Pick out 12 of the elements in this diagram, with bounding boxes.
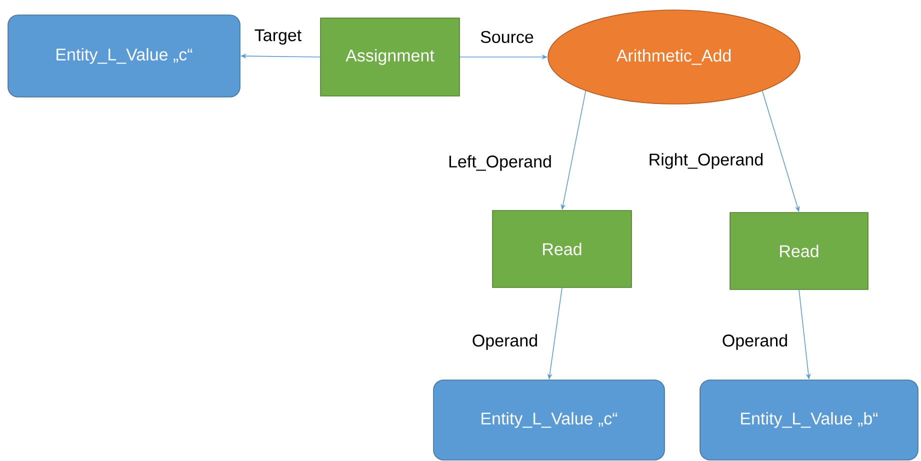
entity-box: Entity_L_Value „b“: [700, 380, 918, 460]
edge-label: Target: [253, 28, 303, 46]
edge-label: Source: [479, 30, 535, 44]
edge-label: Operand: [470, 333, 540, 351]
edge-label: Operand: [720, 333, 790, 351]
edge-label: Right_Operand: [647, 152, 765, 170]
edge-label: Left_Operand: [447, 154, 553, 172]
entity-box: Entity_L_Value „c“: [8, 14, 240, 98]
process-box: Read: [492, 210, 632, 288]
process-box: Read: [730, 212, 868, 290]
entity-box: Entity_L_Value „c“: [433, 380, 665, 460]
process-box: Assignment: [320, 18, 460, 96]
